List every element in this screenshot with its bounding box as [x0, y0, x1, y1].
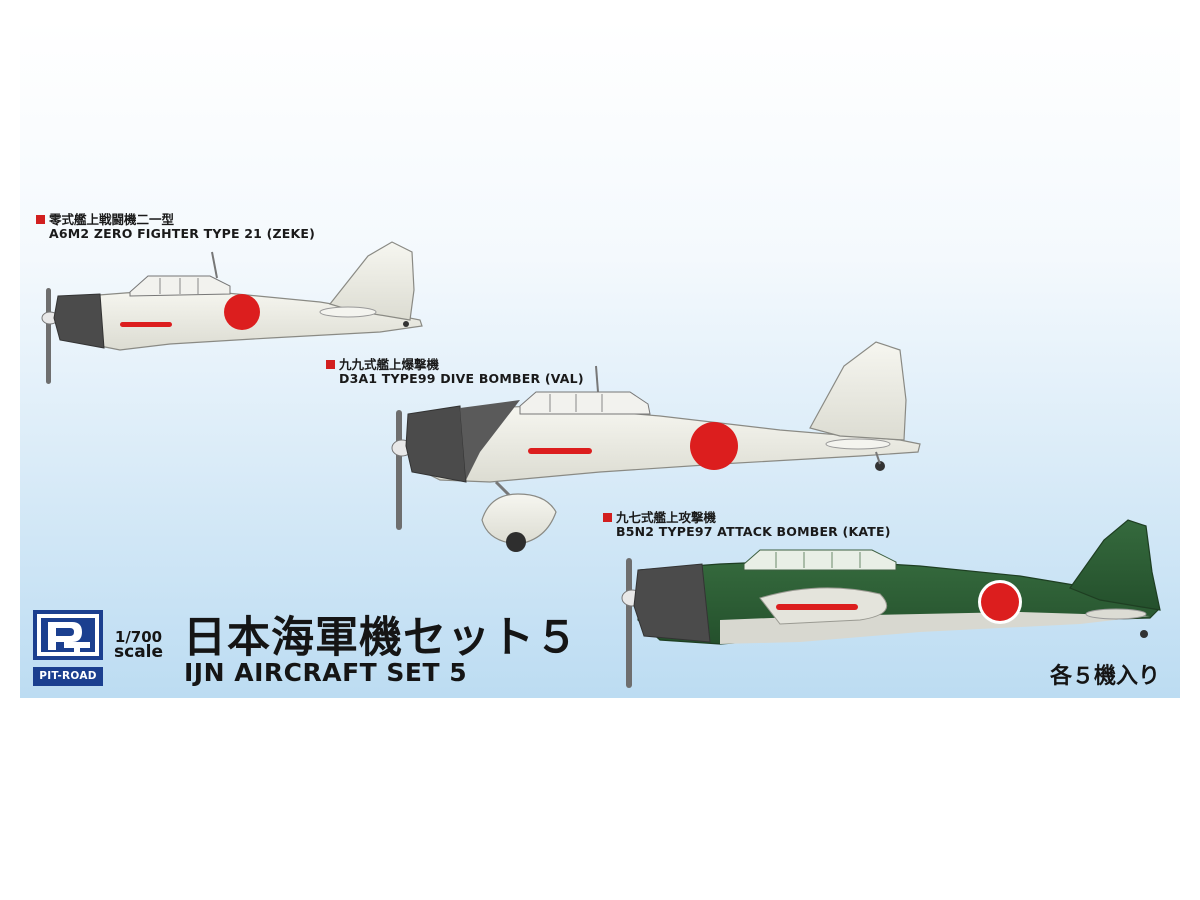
box-art-panel	[20, 20, 1180, 698]
red-square-bullet	[36, 215, 45, 224]
val-caption: 九九式艦上爆撃機 D3A1 TYPE99 DIVE BOMBER (VAL)	[326, 357, 584, 387]
box-art-illustration	[20, 20, 1180, 698]
kate-name-jp: 九七式艦上攻撃機	[616, 510, 717, 525]
kate-attack-bomber-illustration	[621, 519, 1161, 688]
zero-fighter-illustration	[41, 241, 423, 384]
pit-road-logo-text: PIT-ROAD	[33, 667, 103, 686]
kate-name-en: B5N2 TYPE97 ATTACK BOMBER (KATE)	[616, 524, 891, 540]
zero-caption: 零式艦上戦闘機二一型 A6M2 ZERO FIGHTER TYPE 21 (ZE…	[36, 212, 316, 242]
red-square-bullet	[603, 513, 612, 522]
zero-name-jp: 零式艦上戦闘機二一型	[49, 212, 175, 227]
pit-road-logo-mark	[33, 610, 103, 660]
val-name-en: D3A1 TYPE99 DIVE BOMBER (VAL)	[339, 371, 584, 387]
zero-name-en: A6M2 ZERO FIGHTER TYPE 21 (ZEKE)	[49, 226, 316, 242]
scale-ratio: 1/700	[114, 628, 163, 646]
red-square-bullet	[326, 360, 335, 369]
product-title-en: IJN AIRCRAFT SET 5	[184, 658, 468, 687]
val-dive-bomber-illustration	[391, 341, 921, 552]
product-title-jp: 日本海軍機セット５	[183, 613, 579, 663]
val-name-jp: 九九式艦上爆撃機	[339, 357, 440, 372]
kate-caption: 九七式艦上攻撃機 B5N2 TYPE97 ATTACK BOMBER (KATE…	[603, 510, 891, 540]
scale-label: 1/700 scale	[114, 628, 164, 663]
scale-word: scale	[114, 642, 164, 663]
quantity-label: 各５機入り	[1049, 664, 1160, 689]
